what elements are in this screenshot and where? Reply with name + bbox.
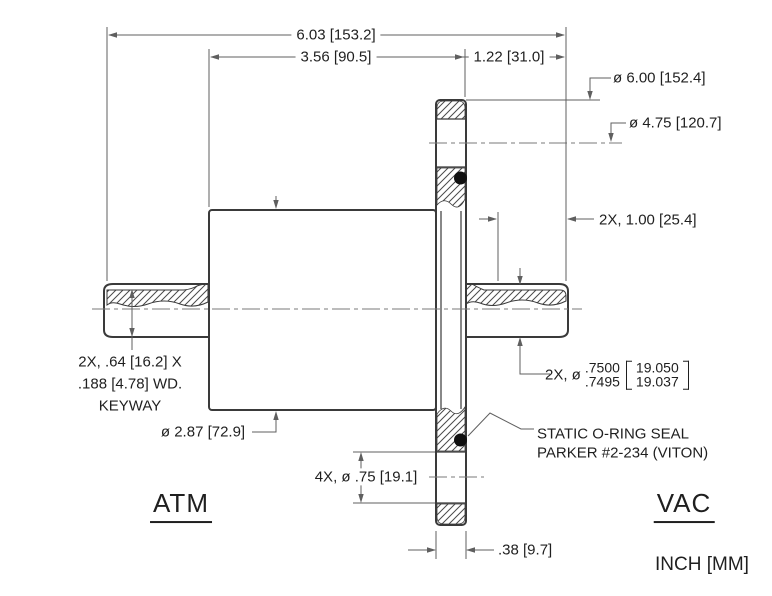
oring-note-line1: STATIC O-RING SEAL [537, 425, 689, 443]
shaft-dia-inch-lower: .7495 [584, 374, 620, 390]
dim-flange-thickness: .38 [9.7] [498, 541, 553, 559]
dim-flange-od: ø 6.00 [152.4] [613, 69, 706, 87]
shaft-dia-inch-upper: .7500 [584, 359, 620, 376]
arrow [455, 54, 464, 60]
shaft-dia-mm-tolerance: 19.050 19.037 [635, 359, 679, 390]
dim-shaft-diameter: 2X, ø .7500 .7495 19.050 19.037 [545, 359, 691, 390]
arrow [129, 328, 135, 337]
arrow [108, 32, 117, 38]
arrow [567, 216, 576, 222]
arrow [210, 54, 219, 60]
arrow [517, 276, 523, 285]
arrow [427, 547, 436, 553]
bracket-close [682, 360, 689, 390]
shaft-dia-mm-upper: 19.050 [635, 359, 679, 376]
arrow [488, 216, 497, 222]
leader-body-dia [252, 413, 277, 433]
leader-bolt-circle [610, 122, 626, 134]
dim-bolt-holes: 4X, ø .75 [19.1] [309, 468, 423, 486]
label-vac-side: VAC [653, 488, 715, 523]
flange-hatch-bottom [436, 503, 466, 525]
oring-dot-lower [454, 433, 467, 447]
shaft-dia-mm-lower: 19.037 [635, 374, 679, 390]
arrow [358, 494, 364, 503]
arrow [608, 133, 614, 142]
arrow [273, 200, 279, 209]
arrow [587, 91, 593, 100]
arrow [556, 54, 565, 60]
dim-bolt-circle: ø 4.75 [120.7] [629, 114, 722, 132]
arrow [358, 452, 364, 461]
bracket-open [625, 360, 632, 390]
dim-flange-to-shaft-end: 1.22 [31.0] [468, 48, 550, 66]
dim-body-diameter: ø 2.87 [72.9] [160, 423, 246, 441]
oring-note-line2: PARKER #2-234 (VITON) [537, 444, 709, 462]
label-units: INCH [MM] [655, 554, 749, 576]
housing-body [208, 209, 437, 411]
arrow [466, 547, 475, 553]
keyway-note-line3: KEYWAY [98, 397, 162, 415]
arrow [517, 337, 523, 346]
oring-dot-upper [454, 171, 467, 185]
dim-shaft-extension: 2X, 1.00 [25.4] [599, 211, 697, 229]
keyway-note-line1: 2X, .64 [16.2] X [78, 353, 182, 371]
shaft-dia-inch-tolerance: .7500 .7495 [584, 359, 620, 390]
arrow [556, 32, 565, 38]
keyway-note-line2: .188 [4.78] WD. [77, 375, 183, 393]
arrow [273, 411, 279, 420]
dim-overall-length: 6.03 [153.2] [291, 26, 381, 44]
arrow [129, 289, 135, 298]
label-atm-side: ATM [150, 488, 212, 523]
dim-body-length: 3.56 [90.5] [295, 48, 377, 66]
right-keyway-hatch [465, 283, 567, 306]
flange-hatch-top [436, 100, 466, 120]
leader-flange-od [589, 77, 611, 92]
shaft-dia-prefix: 2X, ø [545, 366, 581, 384]
leader-oring-note [467, 412, 534, 437]
leader-shaft-dia [519, 339, 550, 375]
